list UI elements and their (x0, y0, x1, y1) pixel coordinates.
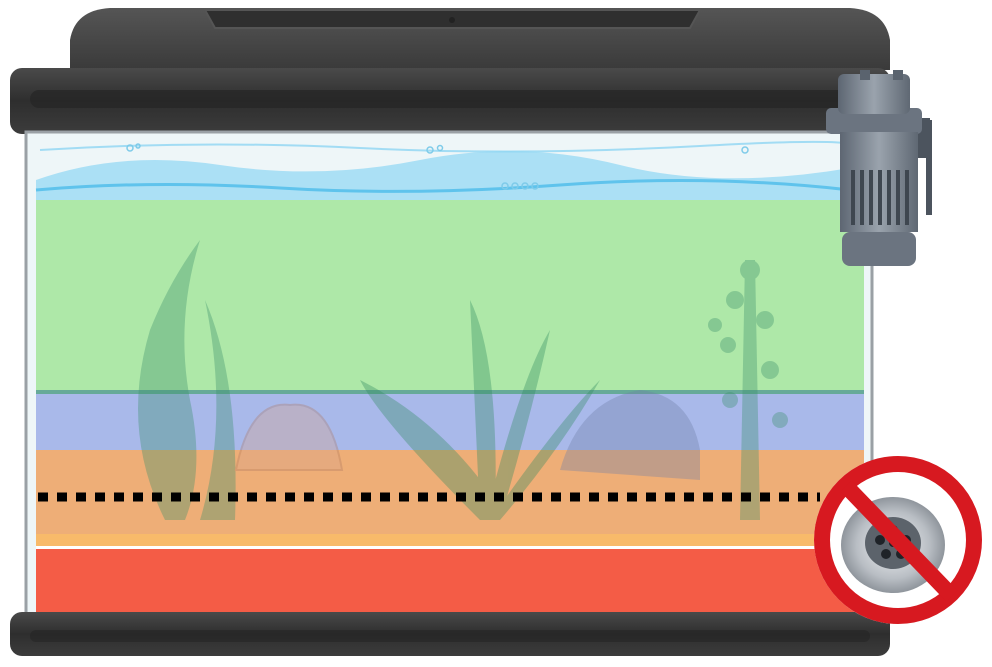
base-groove (30, 630, 870, 642)
lid (10, 8, 890, 134)
orange-strip (36, 534, 864, 546)
filter-vents (853, 170, 907, 225)
red-zone (36, 549, 864, 615)
lid-knob (449, 17, 455, 23)
no-drain-icon (814, 456, 982, 624)
zone-divider (36, 546, 864, 549)
lid-groove (30, 90, 870, 108)
